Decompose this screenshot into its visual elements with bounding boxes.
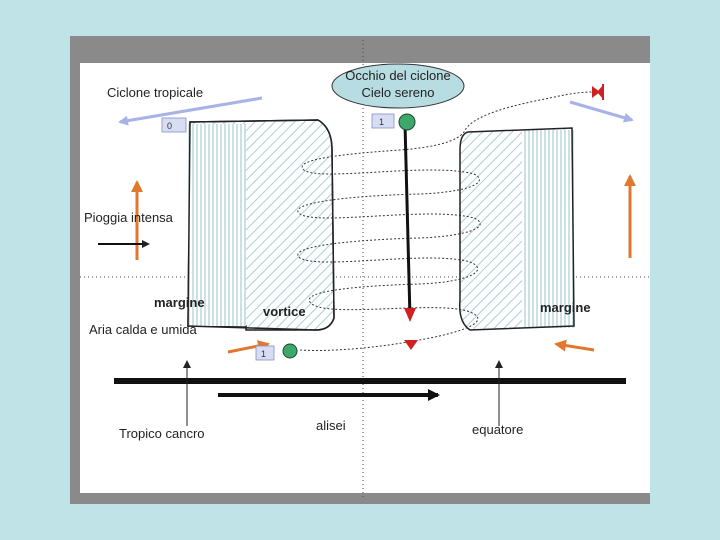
central-axis-arrow [403,123,412,319]
label-vortex: vortice [263,304,306,319]
label-eye-line1: Occhio del ciclone [345,68,451,83]
label-margin-right: margine [540,300,591,315]
badge-left-top: 0 [161,117,187,133]
badge-center-top-value: 1 [379,117,384,127]
green-marker-bottom [282,343,298,359]
label-equator: equatore [472,422,523,437]
blue-wind-arrow-left [118,96,263,126]
left-cloud-wall [187,119,335,331]
label-tropical-cyclone: Ciclone tropicale [107,85,203,100]
orange-inflow-arrow-left [227,340,270,354]
central-axis-arrowhead [404,308,416,322]
blue-wind-arrow-right [569,100,634,123]
green-marker-top [398,113,416,131]
label-warm-humid-air: Aria calda e umida [89,322,197,337]
red-triangle-marker [404,340,418,350]
label-tropic-cancer: Tropico cancro [119,426,205,441]
label-heavy-rain: Pioggia intensa [84,210,174,225]
label-eye-line2: Cielo sereno [362,85,435,100]
badge-center-top: 1 [371,113,395,129]
right-cloud-wall [458,127,575,331]
orange-inflow-arrow-right [554,339,595,352]
badge-left-bottom-value: 1 [261,349,266,359]
label-trade-winds: alisei [316,418,346,433]
cyclone-eye [331,63,465,109]
red-marker-top-right [592,84,604,100]
badge-left-bottom: 1 [255,345,275,361]
badge-left-top-value: 0 [167,121,172,131]
label-margin-left: margine [154,295,205,310]
vortex-spiral [297,91,593,351]
